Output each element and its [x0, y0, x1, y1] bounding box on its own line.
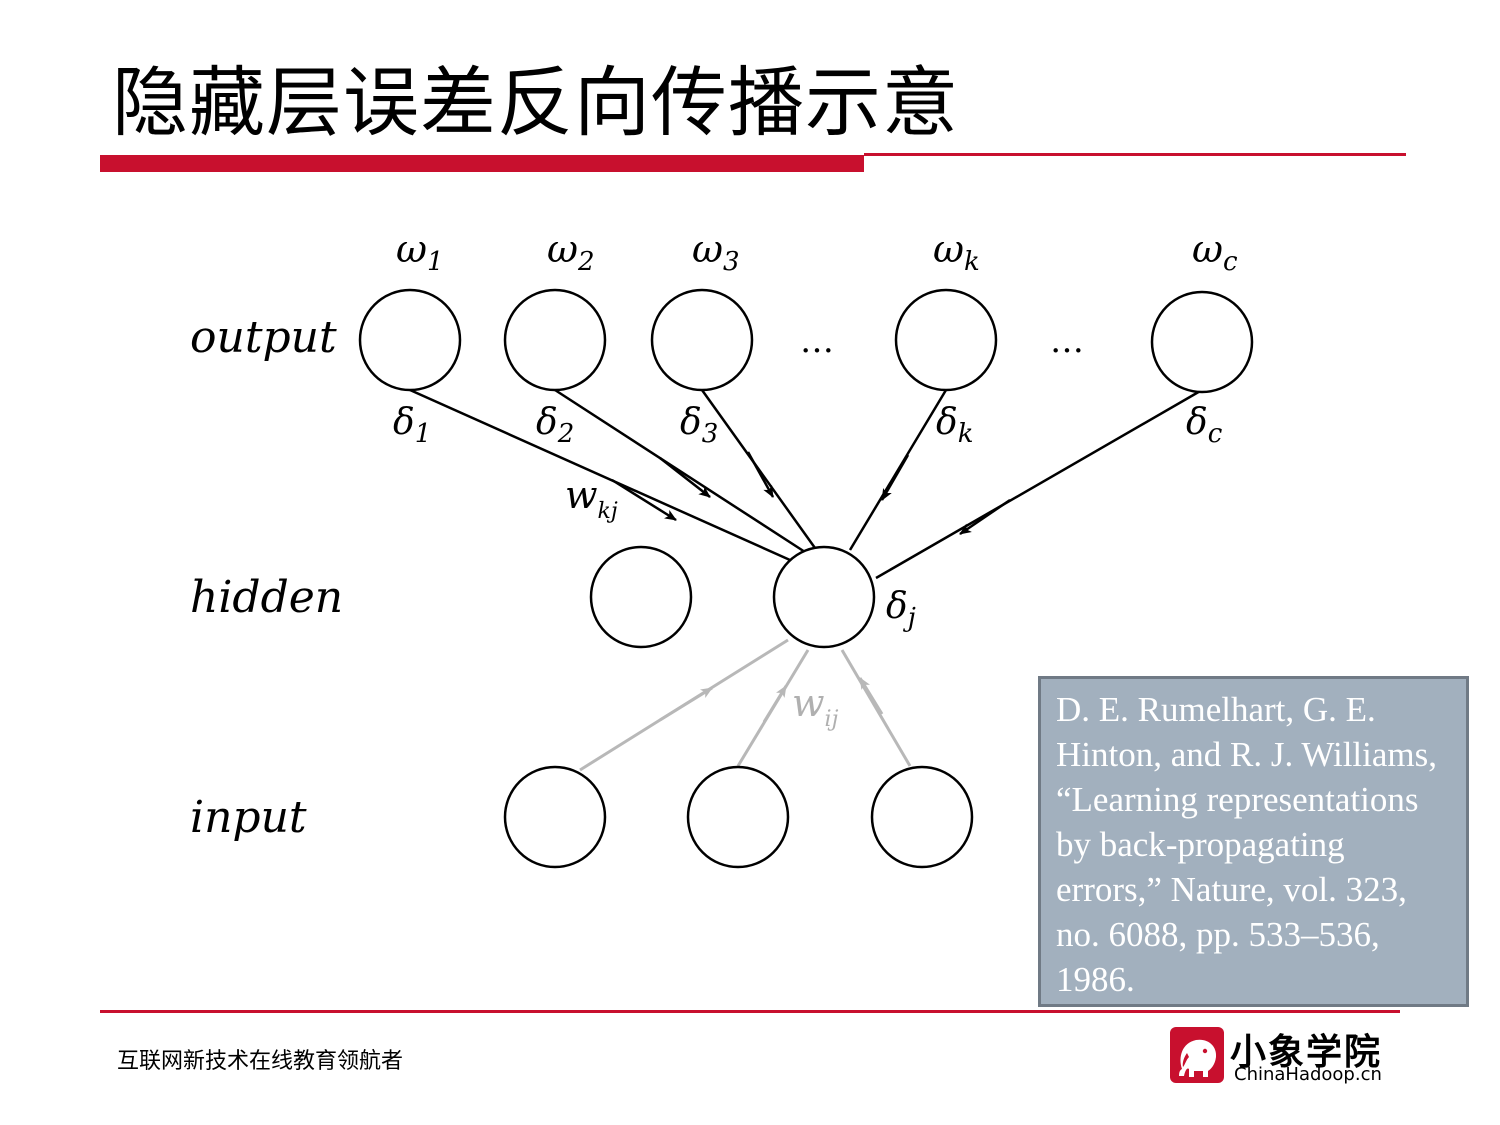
hidden-node-1: [589, 545, 693, 649]
logo-domain: ChinaHadoop.cn: [1234, 1064, 1382, 1085]
connection-output2-hidden: [554, 388, 806, 554]
weight-label-kj: wkj: [565, 473, 618, 524]
citation-box: D. E. Rumelhart, G. E. Hinton, and R. J.…: [1038, 676, 1469, 1007]
delta-symbol-1: δ: [393, 402, 415, 443]
delta-sub-3: 3: [702, 419, 719, 449]
delta-label-k: δk: [936, 402, 973, 449]
arrow-outputc: [959, 498, 1011, 536]
delta-symbol-c: δ: [1186, 402, 1208, 443]
omega-symbol-2: ω: [547, 227, 578, 271]
delta-symbol-k: δ: [936, 402, 958, 443]
footer-tagline: 互联网新技术在线教育领航者: [117, 1049, 404, 1074]
title-underline-thick: [100, 155, 864, 172]
layer-label-output: output: [190, 312, 337, 363]
output-ellipsis-2: …: [1050, 321, 1084, 361]
hidden-node-j: [772, 545, 876, 649]
omega-sub-1: 1: [427, 247, 444, 277]
delta-symbol-2: δ: [536, 402, 558, 443]
omega-label-2: ω2: [547, 227, 595, 277]
delta-sub-1: 1: [415, 419, 432, 449]
connection-outputc-hidden: [875, 388, 1203, 580]
delta-label-1: δ1: [393, 402, 431, 449]
arrow-output3: [746, 451, 775, 498]
input-node-3: [870, 765, 974, 869]
output-node-3: [650, 288, 754, 392]
omega-symbol-3: ω: [692, 227, 723, 271]
arrow-input2: [762, 685, 788, 723]
omega-symbol-1: ω: [396, 227, 427, 271]
weight-symbol-ij: w: [792, 681, 825, 725]
omega-sub-k: k: [964, 247, 980, 277]
delta-label-3: δ3: [680, 402, 718, 449]
output-node-2: [503, 288, 607, 392]
slide-title: 隐藏层误差反向传播示意: [112, 58, 959, 147]
connection-output1-hidden: [409, 388, 791, 562]
omega-symbol-k: ω: [933, 227, 964, 271]
weight-sub-kj: kj: [598, 499, 618, 524]
delta-label-2: δ2: [536, 402, 574, 449]
input-hidden-connections: [579, 638, 912, 772]
delta-sub-c: c: [1208, 419, 1223, 449]
omega-sub-c: c: [1223, 247, 1238, 277]
omega-sub-2: 2: [577, 247, 595, 277]
brand-logo: 小象学院 ChinaHadoop.cn: [1170, 1025, 1400, 1090]
connection-input3-hidden: [840, 649, 912, 767]
weight-symbol-kj: w: [565, 473, 598, 517]
output-node-c: [1150, 290, 1254, 394]
layer-label-hidden: hidden: [190, 572, 343, 623]
omega-label-k: ωk: [933, 227, 980, 277]
input-hidden-arrowheads: [659, 677, 884, 723]
output-layer-nodes: [358, 288, 1254, 394]
arrow-output1: [611, 478, 677, 522]
arrow-output2: [659, 457, 711, 498]
elephant-eye: [1202, 1048, 1208, 1054]
elephant-icon: [1170, 1027, 1224, 1083]
layer-label-input: input: [190, 792, 307, 843]
arrow-input3: [858, 677, 884, 715]
omega-label-c: ωc: [1192, 227, 1238, 277]
footer-divider: [100, 1010, 1400, 1013]
delta-label-c: δc: [1186, 402, 1223, 449]
input-layer-nodes: [503, 765, 974, 869]
omega-label-1: ω1: [396, 227, 444, 277]
title-underline-thin: [864, 153, 1406, 156]
input-node-1: [503, 765, 607, 869]
output-ellipsis-1: …: [800, 321, 834, 361]
delta-symbol-3: δ: [680, 402, 702, 443]
delta-label-j: δj: [886, 586, 916, 633]
hidden-layer-nodes: [589, 545, 876, 649]
output-hidden-connections: [409, 388, 1203, 580]
delta-sub-2: 2: [557, 419, 575, 449]
arrow-input1: [659, 686, 713, 722]
input-node-2: [686, 765, 790, 869]
weight-sub-ij: ij: [825, 707, 839, 732]
logo-chinese-name: 小象学院: [1230, 1032, 1383, 1073]
output-node-1: [358, 288, 462, 392]
omega-sub-3: 3: [723, 247, 740, 277]
arrow-outputk: [880, 454, 910, 501]
output-hidden-arrowheads: [611, 451, 1011, 536]
output-node-k: [894, 288, 998, 392]
delta-sub-k: k: [958, 419, 974, 449]
weight-label-ij: wij: [792, 681, 839, 732]
delta-symbol-j: δ: [886, 586, 908, 627]
elephant-shape: [1179, 1039, 1217, 1077]
omega-symbol-c: ω: [1192, 227, 1223, 271]
omega-label-3: ω3: [692, 227, 740, 277]
